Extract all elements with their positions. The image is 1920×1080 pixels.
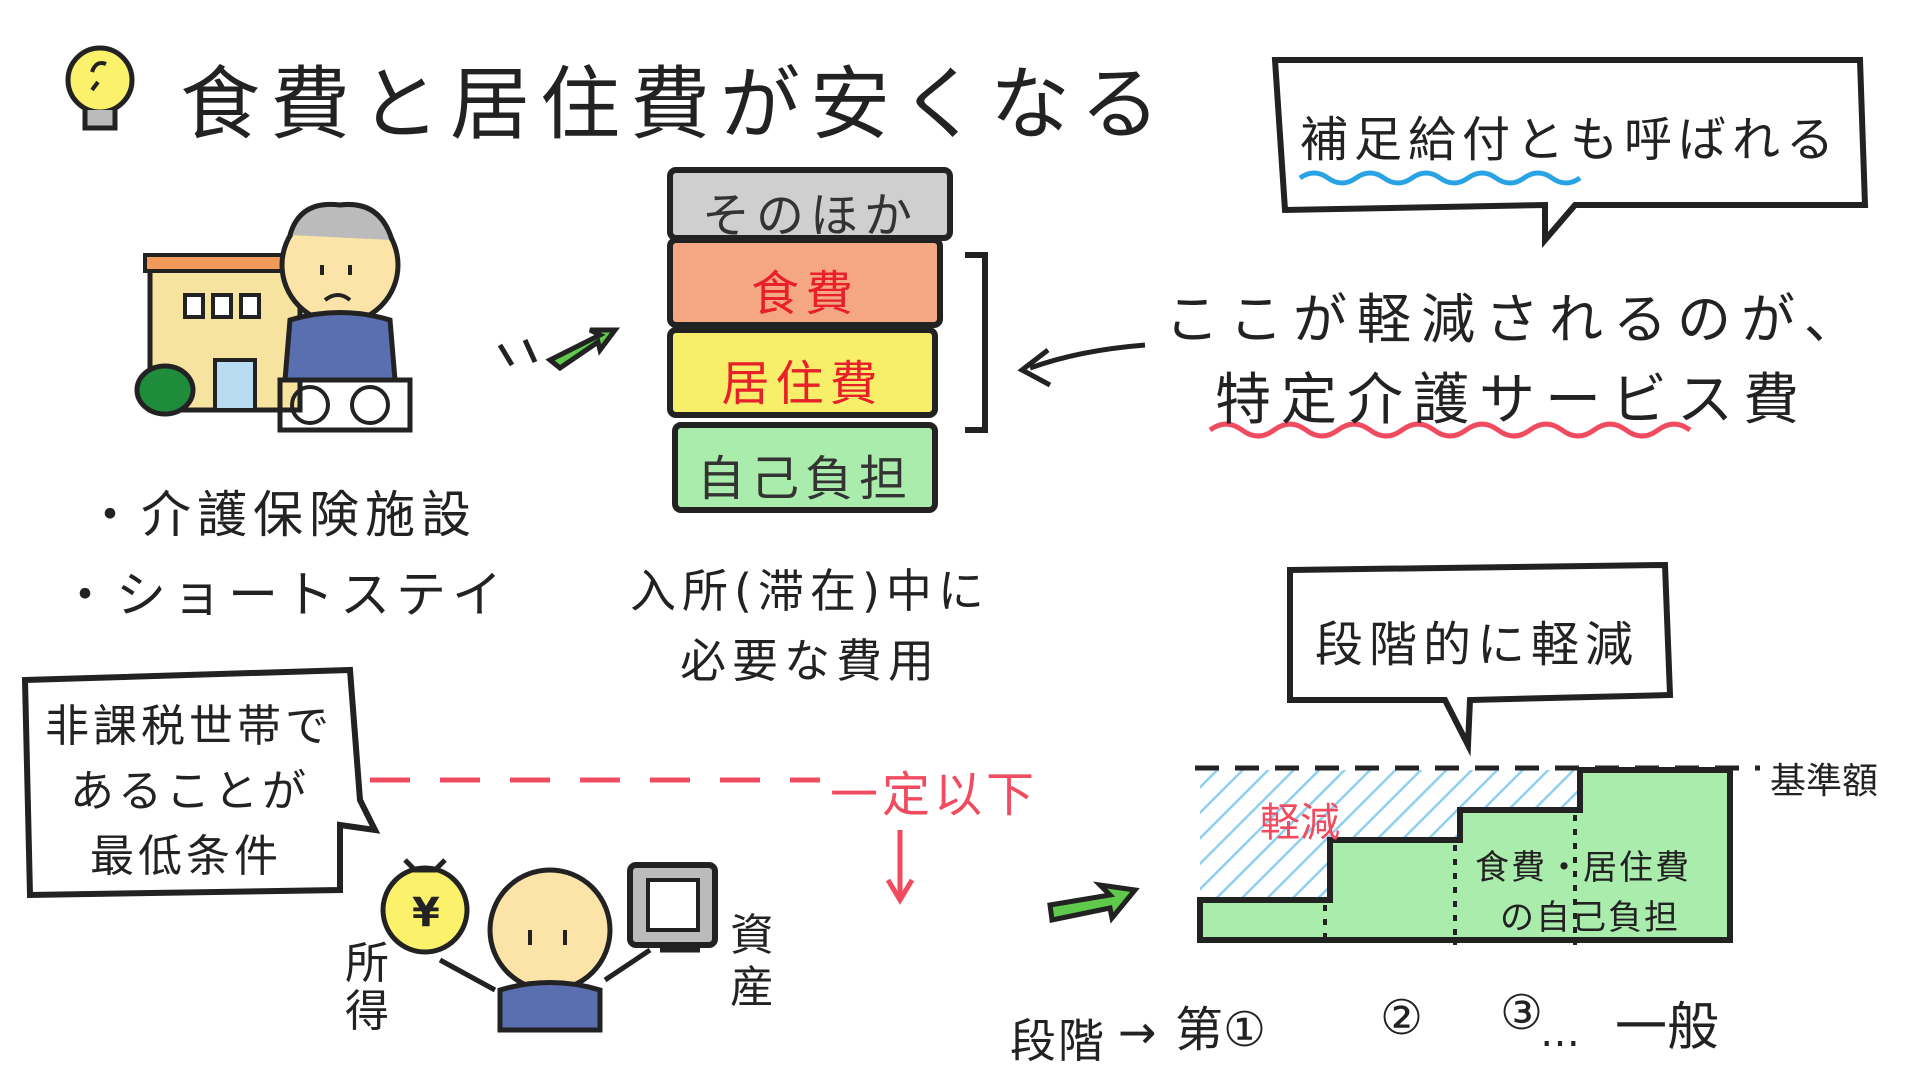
arrow-right-icon xyxy=(1047,881,1140,924)
self-pay-label-line2: の自己負担 xyxy=(1500,898,1680,938)
speech-bubble-top xyxy=(1271,57,1869,249)
self-pay-label-line1: 食費・居住費 xyxy=(1475,848,1691,888)
stack-other: そのほか xyxy=(670,170,950,244)
bubble-top-text: 補足給付とも呼ばれる xyxy=(1300,112,1841,168)
reduction-note-line2: 特定介護サービス費 xyxy=(1215,368,1809,433)
stage-arrow-icon: → xyxy=(1118,1005,1157,1059)
reduction-note-line1: ここが軽減されるのが、 xyxy=(1165,288,1868,351)
stack-self-block xyxy=(672,422,938,513)
blue-wave-underline xyxy=(1298,170,1582,186)
stack-housing-label: 居住費 xyxy=(721,356,884,412)
stack-self: 自己負担 xyxy=(675,425,935,510)
bubble-left-line2: あることが xyxy=(70,766,310,817)
elderly-person-icon xyxy=(277,201,413,433)
cost-stack xyxy=(667,167,988,513)
stage-prefix: 段階 xyxy=(1010,1014,1106,1068)
stack-housing: 居住費 xyxy=(670,330,935,415)
stack-self-label: 自己負担 xyxy=(696,451,913,507)
bracket xyxy=(965,252,988,433)
stack-food-label: 食費 xyxy=(750,266,859,322)
base-amount-label: 基準額 xyxy=(1770,761,1879,802)
page-title: 食費と居住費が安くなる xyxy=(180,58,1170,151)
facility-item-1: ・介護保険施設 xyxy=(85,486,477,544)
bubble-left-line1: 非課税世帯で xyxy=(45,701,333,752)
stage-general: 一般 xyxy=(1615,998,1720,1058)
stage-2: ② xyxy=(1380,990,1424,1046)
stage-dots: … xyxy=(1540,1010,1580,1056)
arrow-left-icon xyxy=(1017,342,1146,388)
money-bag-icon xyxy=(380,858,470,955)
facility-item-2: ・ショートステイ xyxy=(60,566,508,624)
stack-food: 食費 xyxy=(670,240,940,325)
bubble-left-line3: 最低条件 xyxy=(90,831,282,882)
pink-wave-underline xyxy=(1208,421,1692,439)
stack-food-block xyxy=(667,237,943,328)
person-icon xyxy=(438,867,652,1033)
speech-bubble-left xyxy=(21,666,381,899)
threshold-label: 一定以下 xyxy=(830,767,1039,823)
stack-caption-line2: 必要な費用 xyxy=(680,634,940,688)
speech-bubble-right xyxy=(1287,561,1674,757)
stack-other-label: そのほか xyxy=(701,188,918,244)
stage-3: ③ xyxy=(1500,985,1544,1041)
arrow-down-icon xyxy=(885,830,915,905)
bubble-right-text: 段階的に軽減 xyxy=(1315,617,1640,673)
stepped-chart xyxy=(1195,765,1760,945)
stage-1: 第① xyxy=(1175,1002,1267,1058)
self-pay-steps xyxy=(1197,767,1733,943)
reduced-label: 軽減 xyxy=(1260,800,1340,846)
arrow-right-icon xyxy=(497,327,620,372)
income-label: 所得 xyxy=(345,938,389,1037)
stack-housing-block xyxy=(667,327,938,418)
yen-symbol: ¥ xyxy=(412,890,440,936)
assets-label: 資産 xyxy=(730,910,774,1013)
stack-caption-line1: 入所(滞在)中に xyxy=(630,564,990,618)
safe-icon xyxy=(627,862,718,953)
light-bulb-icon xyxy=(65,45,135,131)
